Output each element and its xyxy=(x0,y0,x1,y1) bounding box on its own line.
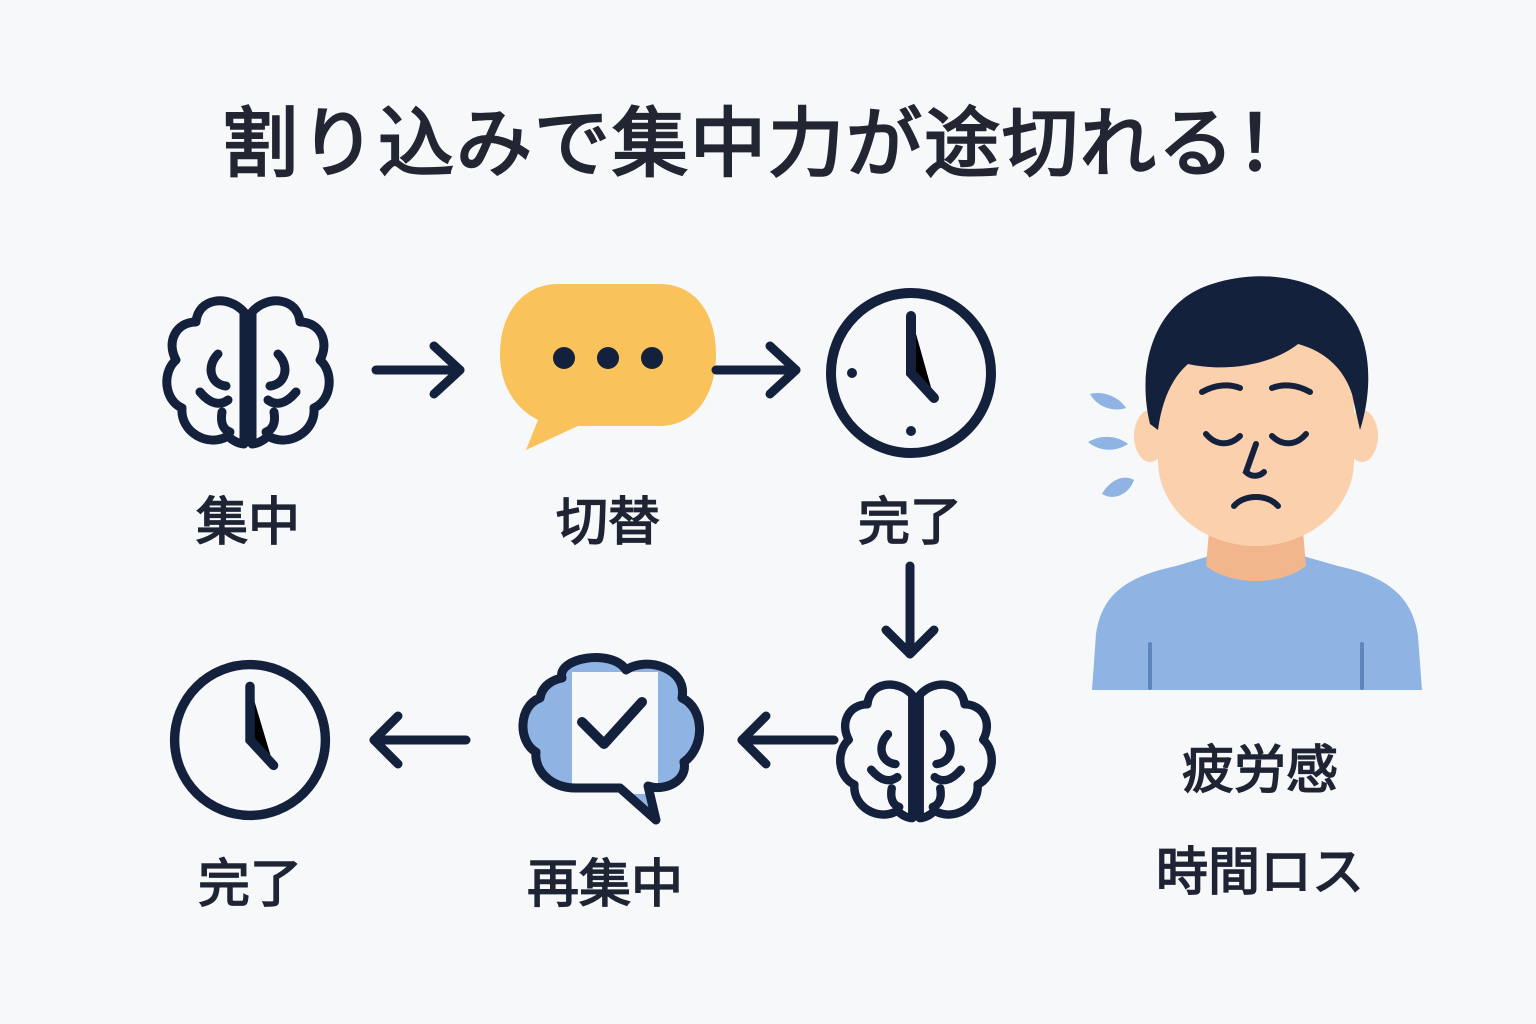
clock-icon xyxy=(169,659,331,821)
brain-icon xyxy=(162,296,334,449)
arrow-left-icon xyxy=(737,711,839,769)
clock-icon xyxy=(826,288,996,458)
step-label-refocus: 再集中 xyxy=(526,855,683,915)
arrow-left-icon xyxy=(369,711,471,769)
arrow-right-icon xyxy=(371,341,465,399)
tired-person-icon xyxy=(1088,276,1422,690)
page-title: 割り込みで集中力が途切れる！ xyxy=(222,99,1314,188)
step-label-focus: 集中 xyxy=(195,493,300,553)
step-label-switch: 切替 xyxy=(555,493,660,553)
arrow-down-icon xyxy=(881,561,939,659)
speech-bubble-icon xyxy=(500,284,716,450)
step-label-done-final: 完了 xyxy=(197,855,302,915)
thought-check-icon xyxy=(518,653,704,825)
result-time-loss: 時間ロス xyxy=(1155,843,1364,903)
step-label-done: 完了 xyxy=(857,493,962,553)
result-fatigue: 疲労感 xyxy=(1181,741,1338,801)
arrow-right-icon xyxy=(711,341,801,399)
brain-icon xyxy=(836,680,996,823)
